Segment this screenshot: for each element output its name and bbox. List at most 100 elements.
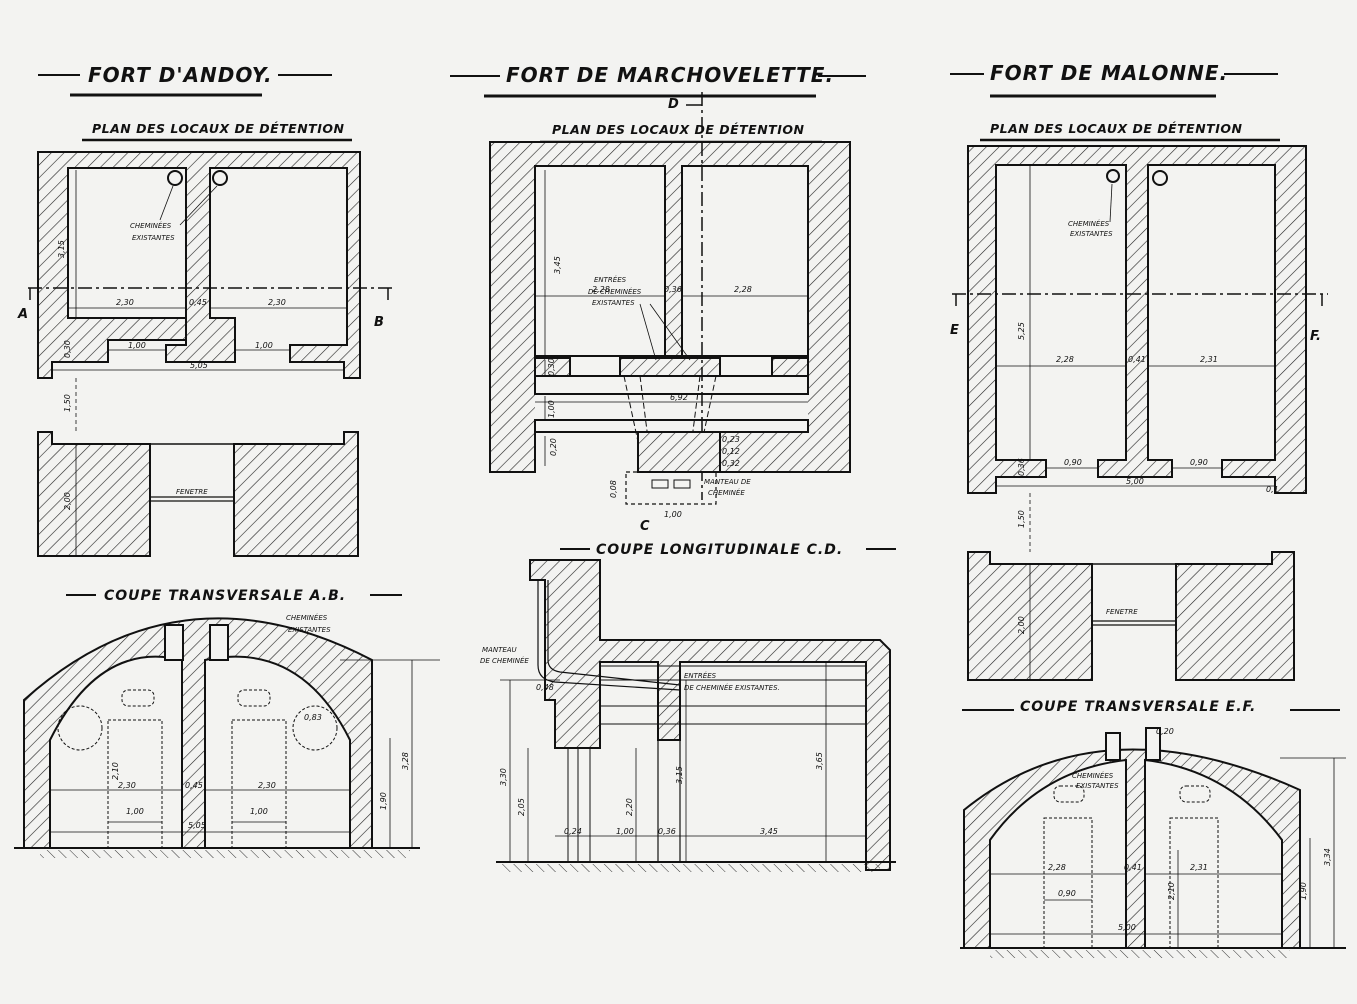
marchovelette-dim-room2: 2,28	[734, 285, 752, 294]
marchovelette-hood-note-1: MANTEAU DE	[704, 478, 751, 486]
marchovelette-dim-hood: 0,08	[609, 480, 618, 498]
andoy-dim-total: 5,05	[190, 361, 208, 370]
andoy-sec-dim-spring: 1,90	[379, 792, 388, 810]
andoy-sec-dim-door1: 1,00	[126, 807, 144, 816]
malonne-sec-dim-spring: 1,90	[1299, 882, 1308, 900]
malonne-plan-title: PLAN DES LOCAUX DE DÉTENTION	[990, 121, 1242, 136]
marchovelette-dim-c: 0,32	[722, 459, 740, 468]
malonne-section-title: COUPE TRANSVERSALE E.F.	[1020, 699, 1256, 715]
marchovelette-sec-dim-w4: 3,45	[760, 827, 778, 836]
andoy-sec-dim-door: 2,10	[111, 762, 120, 780]
malonne-dim-total: 5,00	[1126, 477, 1144, 486]
marchovelette-entry-note-1: ENTRÉES	[594, 275, 627, 284]
marchovelette-dim-b: 0,12	[722, 447, 740, 456]
andoy-title: FORT D'ANDOY.	[88, 63, 273, 87]
malonne-window-label: FENETRE	[1106, 608, 1138, 616]
marchovelette-sec-dim-w2: 1,00	[616, 827, 634, 836]
andoy-section-title: COUPE TRANSVERSALE A.B.	[104, 588, 346, 604]
marchovelette-sec-dim-h4: 3,15	[675, 766, 684, 784]
andoy-sec-note-2: EXISTANTES	[288, 626, 331, 634]
marchovelette-sec-dim-w3: 0,36	[658, 827, 676, 836]
marchovelette-sec-note-2: DE CHEMINÉE	[480, 656, 529, 665]
malonne-sec-dim-wall: 0,41	[1124, 863, 1142, 872]
andoy-cut-b: B	[374, 315, 384, 330]
marchovelette-section-title: COUPE LONGITUDINALE C.D.	[596, 542, 843, 558]
andoy-sec-dim-room1: 2,30	[118, 781, 136, 790]
malonne-sec-dim-total: 5,00	[1118, 923, 1136, 932]
andoy-plan-title: PLAN DES LOCAUX DE DÉTENTION	[92, 121, 344, 136]
marchovelette-sec-note-4: DE CHEMINÉE EXISTANTES.	[684, 683, 780, 692]
marchovelette-cut-d: D	[668, 97, 679, 112]
andoy-window-label: FENETRE	[176, 488, 208, 496]
malonne-sec-dim-door: 0,90	[1058, 889, 1076, 898]
malonne-dim-height: 5,25	[1017, 322, 1026, 340]
andoy-sec-dim-total: 5,05	[188, 821, 206, 830]
marchovelette-section-walls	[529, 559, 891, 871]
marchovelette-sec-dim-hood: 0,48	[536, 683, 554, 692]
malonne-dim-elev1: 1,50	[1017, 510, 1026, 528]
malonne-chimney-note-2: EXISTANTES	[1070, 230, 1113, 238]
andoy-dim-elev2: 2,00	[63, 492, 72, 510]
marchovelette-dim-total: 6,92	[670, 393, 688, 402]
marchovelette-sec-note-3: ENTRÉES	[684, 671, 717, 680]
malonne-dim-room1: 2,28	[1056, 355, 1074, 364]
andoy-dim-room1: 2,30	[116, 298, 134, 307]
malonne-sec-note-2: EXISTANTES	[1076, 782, 1119, 790]
marchovelette-sec-dim-h2: 2,05	[517, 798, 526, 816]
andoy-sec-dim-height: 3,28	[401, 752, 410, 770]
andoy-dim-height: 3,15	[57, 240, 66, 258]
malonne-sec-dim-room2: 2,31	[1190, 863, 1208, 872]
marchovelette-sec-dim-h1: 3,30	[499, 768, 508, 786]
malonne-dim-door2: 0,90	[1190, 458, 1208, 467]
andoy-sec-dim-room2: 2,30	[258, 781, 276, 790]
malonne-elevation-right	[1175, 551, 1295, 681]
fort-andoy: FORT D'ANDOY. PLAN DES LOCAUX DE DÉTENTI…	[14, 63, 440, 858]
andoy-chimney-note-1: CHEMINÉES	[130, 221, 172, 230]
malonne-sec-note-1: CHEMINÉES	[1072, 771, 1114, 780]
malonne-title: FORT DE MALONNE.	[990, 61, 1228, 85]
malonne-plan-walls	[967, 145, 1307, 494]
malonne-sec-dim-chimney: 0,20	[1156, 727, 1174, 736]
andoy-cut-a: A	[17, 307, 28, 322]
andoy-elevation-right	[233, 431, 359, 557]
malonne-dim-room2: 2,31	[1200, 355, 1218, 364]
andoy-chimney-note-2: EXISTANTES	[132, 234, 175, 242]
malonne-dim-edge: 0,1	[1266, 485, 1279, 494]
malonne-sec-dim-doorh: 2,10	[1167, 882, 1176, 900]
andoy-dim-door2: 1,00	[255, 341, 273, 350]
marchovelette-dim-wall: 0,36	[664, 285, 682, 294]
marchovelette-entry-note-3: EXISTANTES	[592, 299, 635, 307]
marchovelette-dim-height: 3,45	[553, 256, 562, 274]
marchovelette-title: FORT DE MARCHOVELETTE.	[506, 63, 834, 87]
marchovelette-entry-note-2: DE CHEMINÉES	[588, 287, 642, 296]
marchovelette-dim-wall2: 0,20	[549, 438, 558, 456]
andoy-sec-dim-door2: 1,00	[250, 807, 268, 816]
marchovelette-cut-c: C	[640, 519, 650, 534]
fort-malonne: FORT DE MALONNE. PLAN DES LOCAUX DE DÉTE…	[950, 61, 1346, 958]
marchovelette-sec-dim-h3: 2,20	[625, 798, 634, 816]
fort-marchovelette: FORT DE MARCHOVELETTE. PLAN DES LOCAUX D…	[450, 63, 896, 872]
marchovelette-dim-room1: 2,28	[592, 285, 610, 294]
andoy-sec-dim-circle: 0,83	[304, 713, 322, 722]
marchovelette-dim-a: 0,23	[722, 435, 740, 444]
marchovelette-sec-dim-w1: 0,24	[564, 827, 582, 836]
andoy-dim-sill: 0,30	[63, 340, 72, 358]
malonne-cut-f: F.	[1310, 329, 1321, 344]
marchovelette-hood-note-2: CHEMINÉE	[708, 488, 745, 497]
marchovelette-sec-dim-h5: 3,65	[815, 752, 824, 770]
marchovelette-dim-hoodw: 1,00	[664, 510, 682, 519]
marchovelette-dim-corr: 1,00	[547, 400, 556, 418]
andoy-dim-wall: 0,45	[189, 298, 207, 307]
malonne-sec-dim-room1: 2,28	[1048, 863, 1066, 872]
malonne-cut-e: E	[950, 323, 959, 338]
malonne-chimney-note-1: CHEMINÉES	[1068, 219, 1110, 228]
andoy-dim-room2: 2,30	[268, 298, 286, 307]
andoy-sec-dim-wall: 0,45	[185, 781, 203, 790]
marchovelette-plan-title: PLAN DES LOCAUX DE DÉTENTION	[552, 122, 804, 137]
malonne-dim-elev2: 2,00	[1017, 616, 1026, 634]
andoy-plan-walls	[37, 151, 361, 379]
malonne-dim-door1: 0,90	[1064, 458, 1082, 467]
andoy-dim-elev1: 1,50	[63, 394, 72, 412]
andoy-section-vault	[23, 617, 373, 849]
